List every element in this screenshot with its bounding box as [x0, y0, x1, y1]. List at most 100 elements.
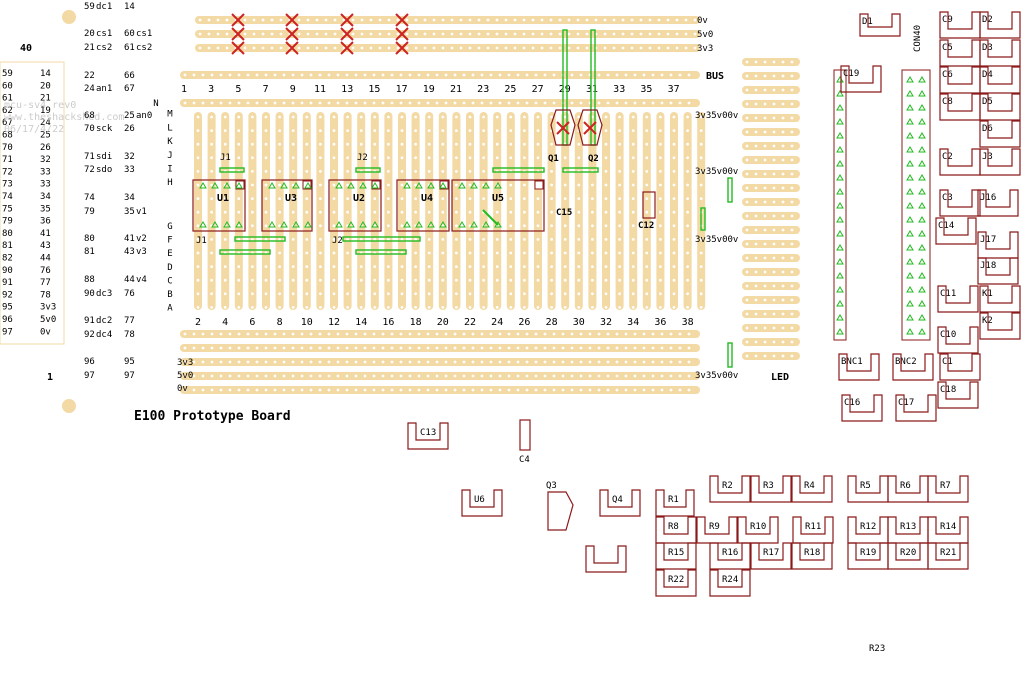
strip-hole	[624, 360, 628, 364]
strip-hole	[781, 102, 785, 106]
strip-hole	[552, 374, 556, 378]
strip-hole	[621, 32, 625, 36]
strip-hole	[387, 224, 390, 228]
bus-rail	[180, 71, 700, 79]
strip-hole	[223, 197, 227, 201]
strip-hole	[471, 101, 475, 105]
strip-hole	[264, 197, 268, 201]
strip-hole	[495, 18, 499, 22]
component-outline-c19	[840, 65, 882, 93]
strip-hole	[273, 374, 277, 378]
strip-hole	[183, 374, 187, 378]
strip-hole	[577, 238, 581, 241]
pin-triangle	[906, 202, 914, 209]
ic-label-u1: U1	[217, 193, 229, 204]
strip-hole	[390, 360, 394, 364]
row-letter: H	[167, 178, 172, 188]
strip-hole	[305, 129, 309, 133]
strip-hole	[441, 170, 445, 173]
strip-hole	[363, 388, 367, 392]
strip-hole	[604, 238, 608, 241]
strip-hole	[781, 116, 785, 120]
strip-hole	[319, 306, 322, 309]
strip-hole	[618, 238, 621, 241]
strip-hole	[693, 32, 697, 36]
strip-hole	[550, 183, 553, 187]
strip-hole	[489, 332, 493, 336]
strip-hole	[659, 170, 662, 173]
strip-hole	[618, 170, 621, 173]
edge-pin-name: 3v3	[40, 303, 56, 313]
strip-hole	[540, 18, 544, 22]
connector-pin-number: 43	[124, 247, 135, 257]
strip-hole	[414, 142, 417, 146]
strip-hole	[342, 32, 346, 36]
connector-pin-number: 68	[84, 111, 95, 121]
strip-hole	[576, 32, 580, 36]
strip-hole	[291, 360, 295, 364]
ic-label-u5: U5	[492, 193, 504, 204]
strip-hole	[360, 18, 364, 22]
strip-hole	[309, 101, 313, 105]
strip-hole	[255, 332, 259, 336]
strip-hole	[615, 73, 619, 77]
column-number: 17	[396, 84, 408, 95]
strip-hole	[196, 278, 200, 282]
strip-hole	[604, 170, 608, 173]
strip-hole	[612, 32, 616, 36]
strip-hole	[251, 306, 254, 309]
strip-hole	[363, 101, 367, 105]
strip-hole	[210, 251, 214, 255]
strip-hole	[251, 170, 254, 173]
strip-hole	[763, 74, 767, 78]
component-label-r24: R24	[722, 575, 738, 585]
component-label-u6: U6	[474, 495, 485, 505]
component-outline-blank	[585, 545, 627, 573]
track-cut-mark	[285, 41, 299, 55]
strip-hole	[597, 374, 601, 378]
strip-hole	[631, 115, 635, 119]
strip-hole	[754, 340, 758, 344]
strip-hole	[523, 238, 526, 241]
strip-hole	[319, 170, 322, 173]
strip-hole	[507, 73, 511, 77]
strip-hole	[615, 388, 619, 392]
strip-hole	[468, 306, 472, 309]
pin-triangle	[304, 221, 312, 228]
component-label-r6: R6	[900, 481, 911, 491]
strip-hole	[678, 332, 682, 336]
connector-pin-name: sck	[96, 124, 113, 134]
strip-hole	[754, 60, 758, 64]
strip-hole	[624, 374, 628, 378]
strip-hole	[699, 251, 703, 255]
strip-hole	[372, 73, 376, 77]
bus-label: BUS	[706, 71, 724, 82]
strip-hole	[346, 183, 349, 187]
strip-hole	[270, 32, 274, 36]
strip-hole	[255, 346, 259, 350]
column-number: 32	[600, 317, 612, 328]
strip-hole	[495, 238, 499, 241]
strip-hole	[482, 251, 485, 255]
strip-hole	[264, 129, 268, 133]
strip-hole	[482, 115, 485, 119]
pin-triangle	[906, 118, 914, 125]
strip-hole	[219, 346, 223, 350]
strip-hole	[300, 101, 304, 105]
strip-hole	[216, 46, 220, 50]
strip-hole	[387, 115, 390, 119]
strip-hole	[659, 292, 662, 296]
strip-hole	[455, 306, 458, 309]
strip-hole	[693, 46, 697, 50]
strip-hole	[318, 101, 322, 105]
wire	[355, 249, 407, 255]
pin-triangle	[918, 76, 926, 83]
connector-pin-name: an0	[136, 111, 152, 121]
strip-hole	[345, 346, 349, 350]
strip-hole	[336, 101, 340, 105]
strip-hole	[763, 102, 767, 106]
strip-hole	[597, 332, 601, 336]
strip-hole	[216, 32, 220, 36]
strip-hole	[525, 346, 529, 350]
strip-hole	[772, 326, 776, 330]
